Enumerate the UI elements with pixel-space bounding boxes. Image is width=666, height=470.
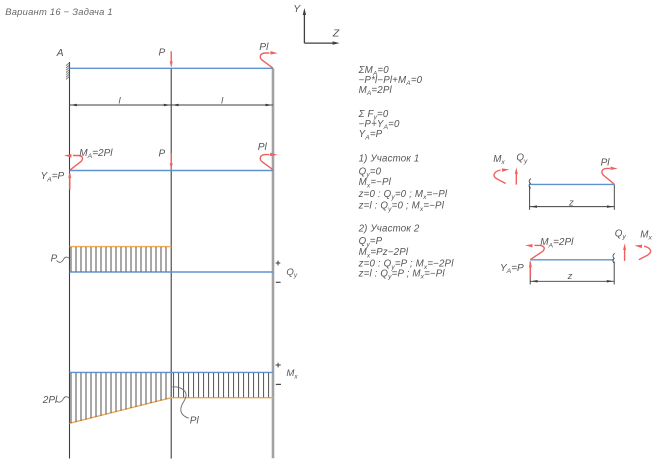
svg-text:MA​=2Pl: MA​=2Pl: [359, 85, 393, 97]
svg-text:P: P: [159, 48, 166, 59]
svg-text:l: l: [119, 95, 122, 106]
svg-text:z: z: [568, 197, 574, 208]
svg-text:z: z: [567, 271, 573, 282]
svg-text:Pl: Pl: [190, 415, 200, 426]
svg-text:Pl: Pl: [601, 158, 611, 169]
svg-text:z=0 : Qy​=0 ; Mx​=−Pl: z=0 : Qy​=0 ; Mx​=−Pl: [358, 189, 448, 201]
svg-text:Qy​: Qy​: [516, 153, 528, 165]
svg-text:l: l: [221, 95, 224, 106]
svg-text:z=l : Qy​=P ; Mx​=−Pl: z=l : Qy​=P ; Mx​=−Pl: [358, 268, 446, 280]
svg-text:YA​=P: YA​=P: [41, 171, 65, 183]
svg-text:Вариант 16 − Задача 1: Вариант 16 − Задача 1: [5, 6, 113, 17]
svg-text:Pl: Pl: [258, 142, 268, 153]
svg-text:Pl: Pl: [259, 42, 269, 53]
svg-text:2Pl: 2Pl: [42, 395, 58, 406]
svg-text:A: A: [56, 48, 64, 59]
svg-text:Mx​: Mx​: [493, 154, 505, 166]
svg-text:z=0 : Qy​=P ; Mx​=−2Pl: z=0 : Qy​=P ; Mx​=−2Pl: [358, 259, 455, 271]
svg-text:P: P: [159, 148, 166, 159]
svg-text:Z: Z: [332, 27, 340, 39]
svg-text:Qy​: Qy​: [615, 228, 627, 240]
svg-text:Mx​: Mx​: [640, 230, 652, 242]
svg-text:YA​=P: YA​=P: [359, 129, 383, 141]
svg-text:YA​=P: YA​=P: [500, 263, 524, 275]
svg-text:Qy​: Qy​: [286, 267, 297, 279]
svg-text:−P*l−Pl+MA​=0: −P*l−Pl+MA​=0: [359, 75, 423, 87]
svg-text:Y: Y: [293, 3, 301, 15]
svg-text:Mx​=Pz−2Pl: Mx​=Pz−2Pl: [359, 247, 409, 259]
svg-text:z=l : Qy​=0 ; Mx​=−Pl: z=l : Qy​=0 ; Mx​=−Pl: [358, 201, 445, 213]
svg-text:MA​=2Pl: MA​=2Pl: [540, 237, 574, 249]
svg-text:MA​=2Pl: MA​=2Pl: [79, 148, 113, 160]
svg-text:−P+YA​=0: −P+YA​=0: [359, 119, 400, 131]
svg-text:2) Участок 2: 2) Участок 2: [358, 224, 420, 235]
svg-text:ΣMA​=0: ΣMA​=0: [358, 65, 390, 77]
svg-text:Mx​: Mx​: [286, 368, 298, 380]
svg-text:Mx​=−Pl: Mx​=−Pl: [359, 177, 392, 189]
svg-text:1) Участок 1: 1) Участок 1: [359, 153, 420, 164]
svg-text:Qy​=P: Qy​=P: [359, 236, 383, 248]
svg-text:Qy​=0: Qy​=0: [359, 166, 382, 178]
svg-text:Σ Fy​=0: Σ Fy​=0: [358, 109, 389, 121]
svg-text:P: P: [51, 254, 58, 265]
